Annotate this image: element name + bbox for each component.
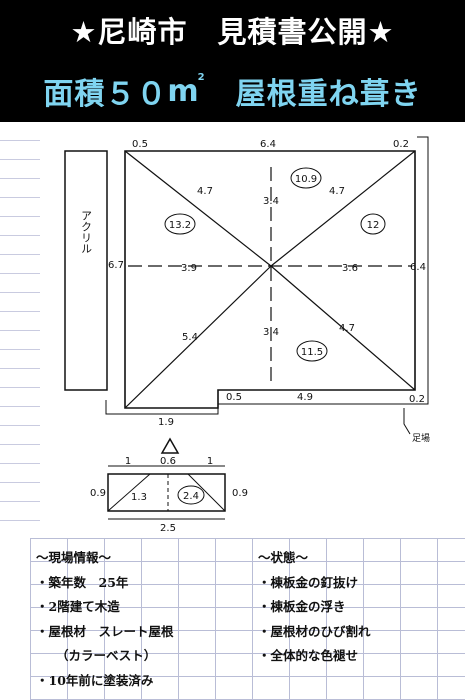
area-top: 10.9 xyxy=(295,174,317,185)
small-roof-outline xyxy=(107,473,226,512)
dim-right-side: 6.4 xyxy=(410,262,426,273)
dim-left-side: 6.7 xyxy=(108,260,124,271)
small-dim-right: 0.9 xyxy=(232,488,248,499)
condition-item: ・棟板金の釘抜け xyxy=(258,574,359,590)
area-right: 12 xyxy=(367,220,380,231)
dim-top-mid: 6.4 xyxy=(260,139,276,150)
right-bracket xyxy=(417,136,429,405)
subtitle-rest: 屋根重ね葺き xyxy=(235,77,422,112)
small-dim-bottom: 2.5 xyxy=(160,523,176,534)
dim-lower-vertical: 3.4 xyxy=(263,327,279,338)
dim-lower-right-diag: 4.7 xyxy=(339,323,355,334)
title-banner: ★尼崎市 見積書公開★ xyxy=(0,0,465,60)
hip-line-upper-right xyxy=(270,150,416,267)
area-unit-letter: m xyxy=(167,73,200,109)
small-area: 2.4 xyxy=(183,491,199,502)
area-bottom-ellipse xyxy=(296,340,328,362)
scaffold-leader xyxy=(403,408,411,435)
dim-bottom-right: 4.9 xyxy=(297,392,313,403)
hip-line-lower-right xyxy=(270,265,416,391)
info-grid: ～現場情報～ ・築年数 25年 ・2階建て木造 ・屋根材 スレート屋根 （カラー… xyxy=(30,538,465,700)
site-info-item: ・屋根材 スレート屋根 xyxy=(36,623,174,639)
area-left: 13.2 xyxy=(169,220,191,231)
site-info-item: ・築年数 25年 xyxy=(36,574,129,590)
area-unit-sup: 2 xyxy=(197,71,206,83)
area-top-ellipse xyxy=(290,167,322,189)
hip-line-upper-left xyxy=(124,150,272,267)
area-prefix: 面積５０ xyxy=(43,77,168,112)
title-text: ★尼崎市 見積書公開★ xyxy=(70,15,395,49)
small-area-ellipse xyxy=(177,485,205,505)
condition-column: ～状態～ ・棟板金の釘抜け ・棟板金の浮き ・屋根材のひび割れ ・全体的な色褪せ xyxy=(258,546,371,669)
condition-item: ・屋根材のひび割れ xyxy=(258,623,371,639)
area-bottom: 11.5 xyxy=(301,347,323,358)
small-dim-top-mid: 0.6 xyxy=(160,456,176,467)
site-info-column: ～現場情報～ ・築年数 25年 ・2階建て木造 ・屋根材 スレート屋根 （カラー… xyxy=(36,546,174,693)
dim-bottom-right-end: 0.2 xyxy=(409,394,425,405)
site-info-item: ・2階建て木造 xyxy=(36,599,120,614)
small-dim-top-left: 1 xyxy=(125,456,131,467)
area-right-ellipse xyxy=(360,213,386,235)
dim-upper-vertical: 3.4 xyxy=(263,196,279,207)
acrylic-label: アクリル xyxy=(80,210,93,254)
ruled-margin xyxy=(0,122,40,537)
dim-upper-right-diag: 4.7 xyxy=(329,186,345,197)
direction-triangle xyxy=(160,437,180,454)
condition-heading: ～状態～ xyxy=(258,550,309,565)
small-dim-left: 0.9 xyxy=(90,488,106,499)
dim-top-left: 0.5 xyxy=(132,139,148,150)
site-info-item: （カラーベスト） xyxy=(56,648,157,663)
scaffold-label: 足場 xyxy=(412,432,430,444)
dim-lower-left-diag: 5.4 xyxy=(182,332,198,343)
dim-top-right: 0.2 xyxy=(393,139,409,150)
dim-notch: 0.5 xyxy=(226,392,242,403)
dim-bottom-left: 1.9 xyxy=(158,417,174,428)
dim-left-horizontal: 3.9 xyxy=(181,263,197,274)
small-roof-hip-left xyxy=(107,473,151,512)
roof-plan-drawing: アクリル 0.5 6.4 0.2 6.7 6.4 4.7 4.7 3.4 3.9… xyxy=(64,136,430,534)
condition-item: ・棟板金の浮き xyxy=(258,599,346,614)
area-left-ellipse xyxy=(164,213,196,235)
main-roof-outline xyxy=(124,150,416,409)
small-dim-inner-left: 1.3 xyxy=(131,492,147,503)
acrylic-roof-outline xyxy=(64,150,108,391)
small-dim-top-right: 1 xyxy=(207,456,213,467)
site-info-item: ・10年前に塗装済み xyxy=(36,672,154,688)
condition-item: ・全体的な色褪せ xyxy=(258,648,359,663)
hip-line-lower-left xyxy=(124,265,272,409)
dim-upper-left-diag: 4.7 xyxy=(197,186,213,197)
site-info-heading: ～現場情報～ xyxy=(36,550,112,565)
bottom-left-bracket xyxy=(105,400,219,415)
dim-right-horizontal: 3.6 xyxy=(342,263,358,274)
small-roof-hip-right xyxy=(187,473,226,512)
